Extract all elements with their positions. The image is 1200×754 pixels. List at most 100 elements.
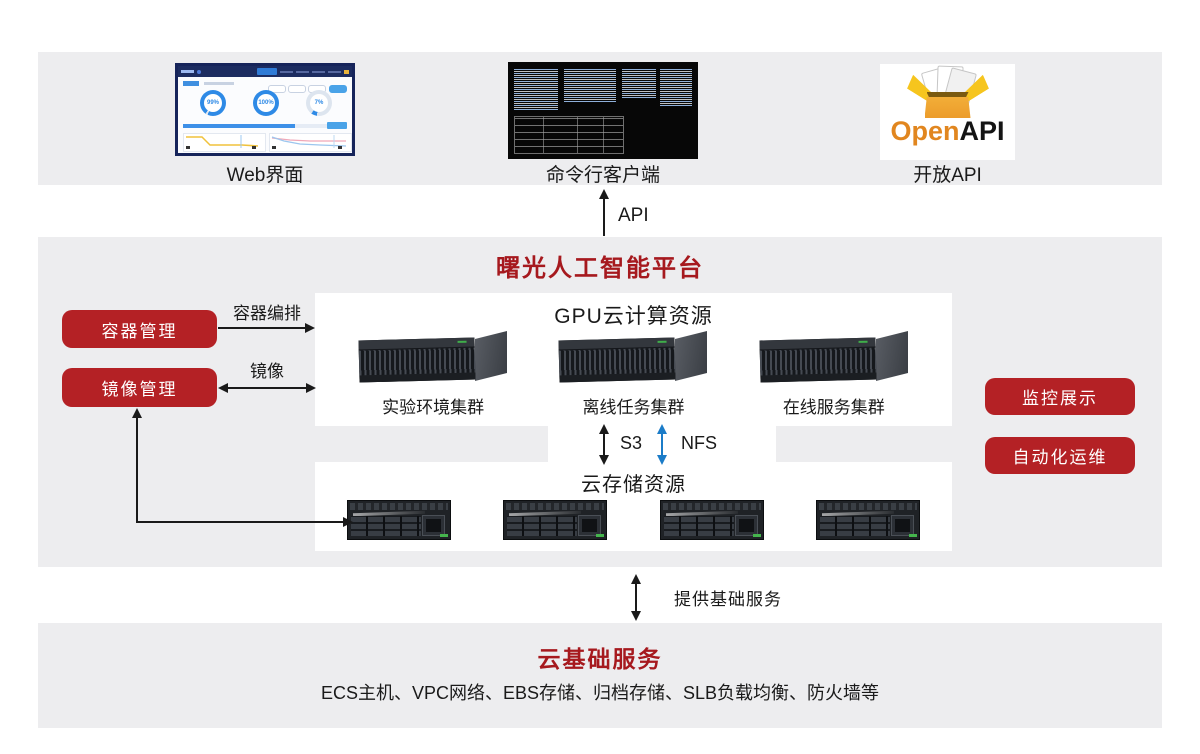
automated-ops-button: 自动化运维 [985,437,1135,474]
base-arrow-head-up [631,574,641,584]
elbow-arrow-horizontal [136,521,344,523]
s3-arrow-line [603,431,605,457]
openapi-wordmark: OpenAPI [880,116,1015,147]
storage-panel-inner [426,519,441,532]
openapi-word-api: API [959,116,1005,146]
gpu-cluster-row: 实验环境集群 离线任务集群 [333,331,934,418]
web-ui-primary-button [329,85,347,93]
storage-drive-bays [663,516,734,536]
image-arrow-head-left [218,383,228,393]
terminal-thumbnail [508,62,698,159]
platform-title: 曙光人工智能平台 [496,255,704,282]
openapi-box-opening [926,92,969,99]
image-management-button: 镜像管理 [62,368,217,407]
storage-top-vents [662,503,761,510]
storage-server-row [347,500,920,540]
cluster-online: 在线服务集群 [734,331,934,418]
web-ui-nav-item [296,70,309,73]
server-drive-bays [759,347,877,376]
storage-top-vents [818,503,917,510]
storage-panel-inner [894,519,910,532]
web-ui-logo [181,70,194,73]
orchestration-arrow-label: 容器编排 [233,304,301,323]
web-ui-navbar [178,66,352,77]
openapi-box-art [905,65,991,119]
image-arrow-label: 镜像 [250,362,284,381]
s3-arrow-head-up [599,424,609,434]
terminal-text-column [660,68,692,106]
storage-top-vents [350,503,448,510]
cluster-label: 离线任务集群 [582,398,685,417]
storage-top-vents [506,503,605,510]
server-led [858,340,868,343]
storage-side-panel [422,515,445,536]
storage-side-panel [890,515,914,536]
terminal-table-divider [603,117,604,153]
storage-led [908,534,917,537]
s3-arrow-label: S3 [620,433,643,453]
image-arrow-head-right [306,383,316,393]
cli-item-label: 命令行客户端 [545,165,660,186]
web-ui-nav-item [328,70,341,73]
terminal-text-column [622,68,656,98]
web-ui-line-chart-right [269,133,352,152]
nfs-arrow-head-down [657,455,667,465]
orchestration-arrow-head [305,323,315,333]
terminal-table [514,116,624,154]
storage-drive-bays [351,516,421,536]
rack-server-image [557,331,709,387]
gauge-value: 7% [310,94,328,112]
openapi-word-open: Open [890,116,960,146]
gauge-value: 100% [257,94,275,112]
server-drive-bays [358,347,476,376]
server-front [558,337,677,383]
storage-led [440,534,448,537]
storage-panel-inner [738,519,754,532]
storage-box-title: 云存储资源 [581,474,686,496]
web-ui-small-button [327,122,347,129]
cluster-offline: 离线任务集群 [533,331,733,418]
storage-led [596,534,605,537]
web-ui-nav-item [280,70,293,73]
server-side [475,331,508,381]
server-drive-bays [559,347,676,376]
web-ui-gauge: 100% [253,90,279,116]
base-services-band [38,623,1162,728]
openapi-logo-box: OpenAPI [880,64,1015,160]
storage-drive-bays [819,516,890,536]
orchestration-arrow-line [218,327,306,329]
server-front [759,337,877,383]
web-ui-thumbnail: 99% 100% 7% [175,63,355,156]
server-led [457,340,467,343]
web-ui-progress-bar [183,124,295,128]
storage-side-panel [734,515,758,536]
storage-server-image [815,500,920,540]
server-front [358,337,476,383]
cluster-label: 实验环境集群 [382,398,485,417]
storage-led [752,534,761,537]
cloud-storage-box: 云存储资源 [315,462,952,551]
web-ui-content: 99% 100% 7% [178,77,352,153]
terminal-text-column [564,68,616,102]
image-arrow-line [227,387,307,389]
storage-server-image [659,500,764,540]
storage-server-image [347,500,451,540]
container-management-button: 容器管理 [62,310,217,348]
api-arrow-line [603,198,605,236]
base-services-list: ECS主机、VPC网络、EBS存储、归档存储、SLB负载均衡、防火墙等 [320,683,880,703]
web-ui-nav-item [312,70,325,73]
web-item-label: Web界面 [226,165,304,186]
web-ui-button [268,85,286,93]
elbow-arrow-head-up [132,408,142,418]
terminal-text-column [514,68,558,110]
server-led [657,340,668,343]
gpu-box-title: GPU云计算资源 [554,305,713,328]
server-side [675,331,708,381]
api-arrow-label: API [618,205,649,226]
rack-server-image [758,331,910,387]
web-ui-logo-dot [197,69,201,74]
web-ui-active-tab [257,68,277,75]
web-ui-line-chart-left [183,133,266,152]
s3-arrow-head-down [599,455,609,465]
